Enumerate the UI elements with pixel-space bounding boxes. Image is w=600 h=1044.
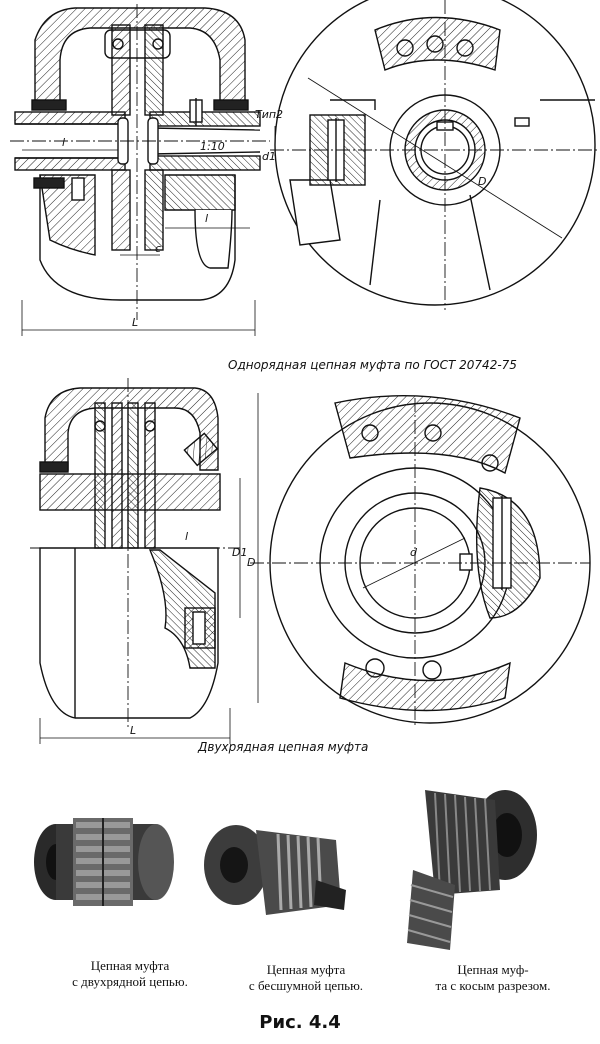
photo-caption-2-line1: Цепная муфта: [266, 962, 346, 977]
photo-skew-cut-coupling: [395, 775, 545, 955]
photo-caption-1-line1: Цепная муфта: [90, 958, 170, 973]
label-d1: d1: [262, 150, 276, 163]
photo-caption-3-line2: та с косым разрезом.: [435, 978, 551, 993]
photo-silent-chain-coupling: [196, 810, 356, 925]
label-D-top: D: [478, 175, 486, 188]
label-c: c: [155, 242, 161, 255]
label-L-mid: L: [130, 724, 136, 737]
label-l-right: l: [205, 212, 208, 225]
photo-caption-3: Цепная муф- та с косым разрезом.: [418, 962, 568, 994]
single-row-end-view: [270, 0, 600, 310]
label-type2: Тип2: [255, 108, 283, 121]
label-l-mid: l: [185, 530, 188, 543]
figure-label: Рис. 4.4: [259, 1012, 341, 1033]
photo-caption-1: Цепная муфта с двухрядной цепью.: [60, 958, 200, 990]
label-taper: 1:10: [200, 140, 225, 153]
label-l-left: l: [62, 136, 65, 149]
double-row-end-view: [250, 395, 591, 728]
caption-single-row: Однорядная цепная муфта по ГОСТ 20742-75: [228, 358, 517, 372]
photo-caption-2: Цепная муфта с бесшумной цепью.: [236, 962, 376, 994]
single-row-coupling-drawing: Тип2 1:10 l l c d1 L D: [10, 0, 600, 336]
photo-double-chain-coupling: [28, 800, 178, 920]
double-row-section-view: [30, 378, 259, 744]
caption-double-row: Двухрядная цепная муфта: [198, 740, 369, 754]
label-D-mid: D: [247, 556, 255, 569]
double-row-coupling-drawing: l D1 D L d: [30, 378, 591, 744]
single-row-section-view: [10, 4, 276, 336]
photo-caption-1-line2: с двухрядной цепью.: [72, 974, 188, 989]
label-d-mid: d: [410, 546, 418, 559]
label-L-top: L: [132, 316, 138, 329]
label-D1-mid: D1: [232, 546, 247, 559]
photo-caption-2-line2: с бесшумной цепью.: [248, 978, 364, 993]
photo-caption-3-line1: Цепная муф-: [457, 962, 529, 977]
